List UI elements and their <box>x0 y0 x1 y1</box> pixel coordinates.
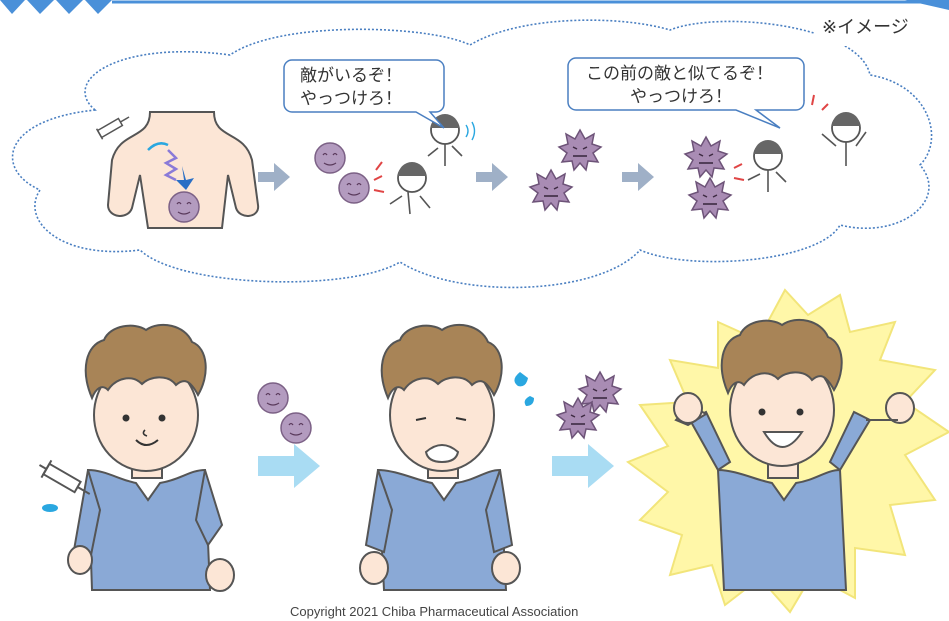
defender-cell-4 <box>821 112 867 166</box>
defender-cell-1 <box>389 162 431 215</box>
arrow-gray-1 <box>258 163 290 191</box>
person-fighting <box>359 323 534 591</box>
note-bg <box>815 10 949 46</box>
virus-round-1 <box>314 142 346 174</box>
arrow-blue-1 <box>258 444 320 488</box>
copyright-text: Copyright 2021 Chiba Pharmaceutical Asso… <box>290 604 578 619</box>
virus-round-2 <box>338 172 370 204</box>
virus-round-4 <box>280 412 312 444</box>
bubble-1-line-2: やっつけろ！ <box>300 89 402 109</box>
arrow-gray-3 <box>622 163 654 191</box>
defender-cell-3 <box>747 140 787 192</box>
speech-bubble-2: この前の敵と似てるぞ！ やっつけろ！ <box>567 57 805 129</box>
bubble-2-line-1: この前の敵と似てるぞ！ <box>586 64 773 84</box>
body-injection-scene <box>95 111 260 229</box>
bubble-2-line-2: やっつけろ！ <box>630 87 732 107</box>
speech-bubble-1: 敵がいるぞ！ やっつけろ！ <box>283 59 445 129</box>
person-vaccinated <box>38 323 235 592</box>
person-victorious <box>673 318 915 591</box>
arrow-gray-2 <box>476 163 508 191</box>
alert-marks <box>373 161 385 193</box>
header-decoration <box>0 0 949 14</box>
image-note: ※イメージ <box>822 17 909 38</box>
virus-round-3 <box>257 382 289 414</box>
arrow-blue-2 <box>552 444 614 488</box>
bubble-1-line-1: 敵がいるぞ！ <box>300 66 402 86</box>
